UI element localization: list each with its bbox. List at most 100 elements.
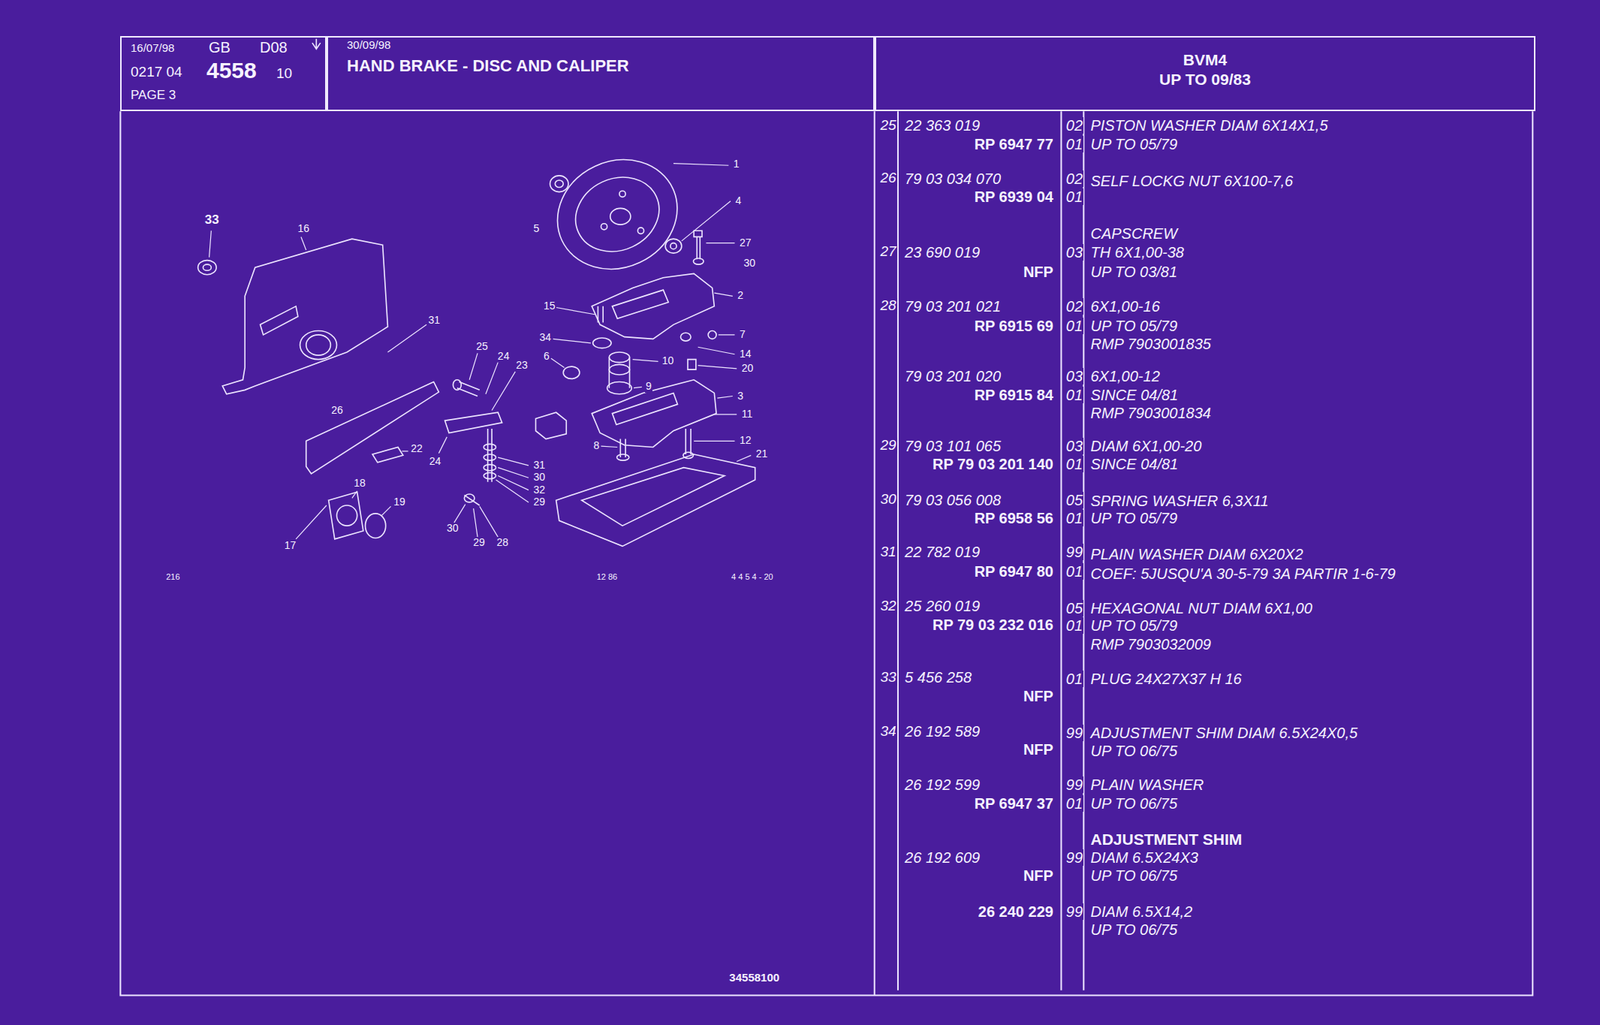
brake-disc xyxy=(539,140,696,289)
table-cell: PLUG 24X27X37 H 16 xyxy=(1089,670,1242,688)
table-cell: SINCE 04/81 xyxy=(1089,455,1179,473)
callout-number: 19 xyxy=(392,496,407,508)
table-cell: UP TO 05/79 xyxy=(1089,135,1179,153)
table-cell: UP TO 05/79 xyxy=(1089,317,1179,335)
table-cell: UP TO 06/75 xyxy=(1089,921,1179,938)
callout-number: 33 xyxy=(204,213,220,228)
reference-number: RP 6939 04 xyxy=(973,188,1055,205)
header-cell: BVM4UP TO 09/83 xyxy=(874,36,1536,112)
table-cell: 01 xyxy=(1065,563,1084,580)
table-cell: 79 03 201 021 xyxy=(903,298,1002,315)
callout-number: 18 xyxy=(352,477,367,489)
table-cell: 01 xyxy=(1065,795,1084,812)
callout-number: 31 xyxy=(532,459,546,471)
callout-number: 5 xyxy=(532,222,540,235)
reference-number: RP 6947 37 xyxy=(973,795,1055,812)
callout-number: 9 xyxy=(644,380,653,392)
table-cell: PLAIN WASHER DIAM 6X20X2 xyxy=(1089,545,1304,563)
table-cell: ADJUSTMENT SHIM DIAM 6.5X24X0,5 xyxy=(1089,724,1359,742)
leader-lines xyxy=(209,163,752,540)
table-cell: 5 456 258 xyxy=(903,668,973,686)
table-cell: 79 03 034 070 xyxy=(903,170,1002,187)
table-cell: RMP 7903001835 xyxy=(1089,335,1212,353)
table-cell: 02 xyxy=(1065,298,1084,315)
callout-number: 4 xyxy=(735,195,743,207)
item-number: 31 xyxy=(879,544,898,561)
callout-number: 17 xyxy=(283,539,298,552)
item-number: 30 xyxy=(879,491,898,508)
page-title: HAND BRAKE - DISC AND CALIPER xyxy=(346,57,630,76)
table-cell: 01 xyxy=(1065,670,1084,688)
callout-number: 7 xyxy=(738,328,747,341)
table-cell: 79 03 101 065 xyxy=(903,437,1002,455)
reference-number: RP 6915 69 xyxy=(973,317,1055,335)
callout-number: 21 xyxy=(755,448,769,460)
part-heading: ADJUSTMENT SHIM xyxy=(1089,830,1243,848)
callout-number: 20 xyxy=(741,362,755,374)
table-cell: 79 03 201 020 xyxy=(903,367,1002,385)
table-cell: DIAM 6.5X14,2 xyxy=(1089,903,1194,920)
table-cell: 03 xyxy=(1065,367,1084,385)
reference-number: 26 240 229 xyxy=(977,903,1055,920)
table-cell: HEXAGONAL NUT DIAM 6X1,00 xyxy=(1089,599,1313,617)
header-text: UP TO 09/83 xyxy=(1158,70,1252,88)
header-text: 16/07/98 xyxy=(129,42,175,55)
callout-number: 27 xyxy=(738,237,753,249)
callout-number: 30 xyxy=(742,257,757,269)
reference-number: NFP xyxy=(1022,741,1055,758)
item-number: 32 xyxy=(879,598,898,615)
header-text: 4558 xyxy=(205,57,258,83)
table-cell: 03 xyxy=(1065,244,1084,261)
item-number: 25 xyxy=(879,117,898,134)
table-cell: 6X1,00-16 xyxy=(1089,298,1161,315)
callout-number: 2 xyxy=(736,289,745,302)
sheet-frame xyxy=(120,111,1533,995)
table-cell: 22 782 019 xyxy=(903,543,981,561)
table-cell: 26 192 589 xyxy=(903,723,981,740)
callout-number: 25 xyxy=(475,340,489,353)
table-cell: 79 03 056 008 xyxy=(903,491,1002,509)
item-number: 29 xyxy=(879,437,898,454)
reference-code: 12 86 xyxy=(596,572,619,582)
callout-number: 1 xyxy=(732,158,741,170)
table-cell: SELF LOCKG NUT 6X100-7,6 xyxy=(1089,172,1294,190)
reference-number: RP 6915 84 xyxy=(973,386,1055,404)
callout-number: 11 xyxy=(741,408,754,420)
header-text: 30/09/98 xyxy=(346,39,392,52)
table-cell: DIAM 6X1,00-20 xyxy=(1089,437,1203,455)
callout-number: 26 xyxy=(330,404,344,416)
reference-number: RP 6958 56 xyxy=(973,509,1055,527)
reference-number: NFP xyxy=(1022,263,1055,281)
callout-number: 34 xyxy=(539,331,553,344)
table-cell: 01 xyxy=(1065,317,1084,335)
table-cell: 99 xyxy=(1065,776,1084,793)
table-cell: 99 xyxy=(1065,903,1084,920)
small-parts xyxy=(198,175,756,547)
callout-number: 8 xyxy=(593,439,601,452)
table-cell: 01 xyxy=(1065,617,1084,634)
callout-number: 6 xyxy=(542,350,551,362)
reference-number: RP 6947 80 xyxy=(973,563,1055,580)
table-cell: UP TO 05/79 xyxy=(1089,509,1179,527)
table-cell: 26 192 609 xyxy=(903,849,981,866)
item-number: 26 xyxy=(879,170,898,187)
table-cell: 05 xyxy=(1065,491,1084,509)
table-cell: 26 192 599 xyxy=(903,776,981,793)
table-cell: SPRING WASHER 6,3X11 xyxy=(1089,492,1269,510)
down-arrow xyxy=(312,39,321,50)
callout-number: 28 xyxy=(496,536,510,549)
table-cell: 01 xyxy=(1065,386,1084,404)
table-cell: UP TO 06/75 xyxy=(1089,795,1179,812)
table-cell: CAPSCREW xyxy=(1089,225,1179,242)
callout-number: 29 xyxy=(532,496,546,508)
table-cell: 6X1,00-12 xyxy=(1089,367,1161,385)
callout-number: 32 xyxy=(532,484,546,496)
table-cell: UP TO 03/81 xyxy=(1089,263,1179,281)
header-text: PAGE 3 xyxy=(129,88,177,103)
table-cell: 01 xyxy=(1065,188,1084,205)
item-number: 28 xyxy=(879,298,898,314)
table-cell: DIAM 6.5X24X3 xyxy=(1089,849,1199,866)
header-text: GB xyxy=(207,39,232,56)
header-cell: 30/09/98HAND BRAKE - DISC AND CALIPER xyxy=(326,36,875,112)
